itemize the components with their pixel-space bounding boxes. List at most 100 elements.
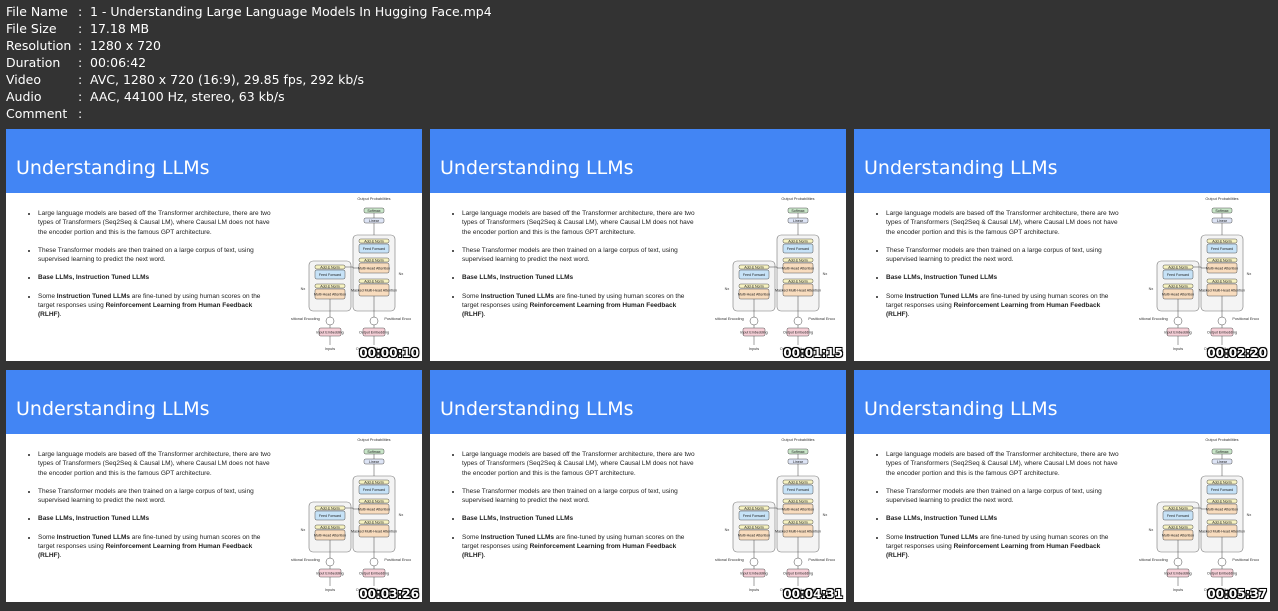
output-probabilities-label: Output Probabilities xyxy=(1205,438,1238,442)
rlhf-text-2: are fine-tuned by using human scores on … xyxy=(462,533,685,551)
decoder-add-norm-1-label: Add & Norm xyxy=(1212,280,1232,284)
file-info-key: Video xyxy=(6,72,42,87)
decoder-add-norm-2-label: Add & Norm xyxy=(788,500,808,504)
encoder-add-norm-2-label: Add & Norm xyxy=(320,507,340,511)
inputs-label: Inputs xyxy=(325,588,335,592)
decoder-add-norm-1-box xyxy=(358,519,390,525)
video-thumbnail[interactable]: Understanding LLMsLarge language models … xyxy=(430,370,846,602)
bullet-llm-types: Base LLMs, Instruction Tuned LLMs xyxy=(462,514,700,523)
decoder-add-norm-2-box xyxy=(782,257,814,263)
bullet-llm-types: Base LLMs, Instruction Tuned LLMs xyxy=(462,273,700,282)
decoder-positional-icon xyxy=(369,316,379,326)
decoder-masked-mha-label: Masked Multi-Head Attention xyxy=(1199,289,1245,293)
file-info-separator: : xyxy=(78,106,83,121)
rlhf-bold-1: Instruction Tuned LLMs xyxy=(56,292,130,300)
decoder-mha-label: Multi-Head Attention xyxy=(782,508,814,512)
decoder-add-norm-2-box xyxy=(358,257,390,263)
encoder-add-norm-1-label: Add & Norm xyxy=(744,526,764,530)
outputs-label: Outputs (shifted right) xyxy=(1204,588,1241,592)
encoder-positional-label: Positional Encoding xyxy=(1139,317,1168,321)
decoder-add-norm-1-label: Add & Norm xyxy=(364,280,384,284)
softmax-label: Softmax xyxy=(367,450,380,454)
rlhf-text-2: are fine-tuned by using human scores on … xyxy=(38,292,261,310)
rlhf-text-2: are fine-tuned by using human scores on … xyxy=(886,533,1109,551)
output-probabilities-label: Output Probabilities xyxy=(357,197,390,201)
thumbnail-timestamp: 00:01:15 xyxy=(783,346,843,360)
outputs-label: Outputs (shifted right) xyxy=(780,347,817,351)
thumbnail-timestamp: 00:04:31 xyxy=(783,587,843,601)
decoder-feed-forward-box xyxy=(782,484,814,495)
bullet-llm-types-text: Base LLMs, Instruction Tuned LLMs xyxy=(886,515,998,523)
decoder-add-norm-2-box xyxy=(358,498,390,504)
decoder-feed-forward-box xyxy=(782,243,814,254)
output-embedding-label: Output Embedding xyxy=(783,331,813,335)
decoder-feed-forward-label: Feed Forward xyxy=(363,247,385,251)
file-info-value: AAC, 44100 Hz, stereo, 63 kb/s xyxy=(90,89,285,104)
encoder-mha-label: Multi-Head Attention xyxy=(1162,293,1194,297)
video-thumbnail[interactable]: Understanding LLMsLarge language models … xyxy=(854,370,1270,602)
encoder-mha-label: Multi-Head Attention xyxy=(738,293,770,297)
decoder-nx-label: Nx xyxy=(399,272,404,276)
thumbnail-timestamp: 00:05:37 xyxy=(1207,587,1267,601)
decoder-add-norm-1-box xyxy=(1206,519,1238,525)
decoder-add-norm-3-label: Add & Norm xyxy=(364,240,384,244)
output-embedding-label: Output Embedding xyxy=(1207,331,1237,335)
decoder-feed-forward-label: Feed Forward xyxy=(1211,247,1233,251)
rlhf-bold-1: Instruction Tuned LLMs xyxy=(56,533,130,541)
slide-body: Large language models are based off the … xyxy=(874,450,1124,570)
inputs-label: Inputs xyxy=(325,347,335,351)
rlhf-text-1: Some xyxy=(38,533,57,541)
inputs-label: Inputs xyxy=(1173,588,1183,592)
decoder-add-norm-3-box xyxy=(358,479,390,485)
slide-body: Large language models are based off the … xyxy=(26,450,276,570)
decoder-masked-mha-label: Masked Multi-Head Attention xyxy=(351,289,397,293)
video-thumbnail[interactable]: Understanding LLMsLarge language models … xyxy=(430,129,846,361)
decoder-add-norm-1-box xyxy=(782,519,814,525)
decoder-mha-label: Multi-Head Attention xyxy=(1206,267,1238,271)
encoder-nx-label: Nx xyxy=(725,287,730,291)
bullet-training: These Transformer models are then traine… xyxy=(462,246,700,265)
encoder-feed-forward-label: Feed Forward xyxy=(743,514,765,518)
decoder-feed-forward-box xyxy=(1206,243,1238,254)
output-embedding-label: Output Embedding xyxy=(359,572,389,576)
outputs-label: Outputs (shifted right) xyxy=(1204,347,1241,351)
bullet-transformer: Large language models are based off the … xyxy=(886,209,1124,237)
video-thumbnail[interactable]: Understanding LLMsLarge language models … xyxy=(6,129,422,361)
encoder-positional-label: Positional Encoding xyxy=(1139,558,1168,562)
decoder-add-norm-3-label: Add & Norm xyxy=(788,240,808,244)
thumbnail-timestamp: 00:03:26 xyxy=(359,587,419,601)
bullet-llm-types-text: Base LLMs, Instruction Tuned LLMs xyxy=(38,274,150,282)
rlhf-text-1: Some xyxy=(38,292,57,300)
rlhf-bold-1: Instruction Tuned LLMs xyxy=(904,292,978,300)
decoder-nx-label: Nx xyxy=(1247,272,1252,276)
encoder-positional-icon xyxy=(325,316,335,326)
decoder-feed-forward-label: Feed Forward xyxy=(363,488,385,492)
bullet-transformer: Large language models are based off the … xyxy=(38,450,276,478)
output-probabilities-label: Output Probabilities xyxy=(357,438,390,442)
outputs-label: Outputs (shifted right) xyxy=(780,588,817,592)
inputs-label: Inputs xyxy=(749,588,759,592)
encoder-add-norm-2-label: Add & Norm xyxy=(320,266,340,270)
bullet-rlhf: Some Instruction Tuned LLMs are fine-tun… xyxy=(38,292,276,320)
file-info-row: File Name:1 - Understanding Large Langua… xyxy=(6,3,492,20)
video-thumbnail[interactable]: Understanding LLMsLarge language models … xyxy=(854,129,1270,361)
file-info-row: Comment: xyxy=(6,105,492,122)
decoder-add-norm-2-box xyxy=(782,498,814,504)
inputs-label: Inputs xyxy=(749,347,759,351)
encoder-add-norm-2-label: Add & Norm xyxy=(1168,266,1188,270)
encoder-mha-label: Multi-Head Attention xyxy=(738,534,770,538)
slide-title: Understanding LLMs xyxy=(16,398,210,420)
encoder-mha-label: Multi-Head Attention xyxy=(314,534,346,538)
rlhf-text-3: . xyxy=(59,552,62,560)
encoder-positional-icon xyxy=(1173,557,1183,567)
file-info-key: Audio xyxy=(6,89,42,104)
decoder-add-norm-1-label: Add & Norm xyxy=(364,521,384,525)
video-thumbnail[interactable]: Understanding LLMsLarge language models … xyxy=(6,370,422,602)
encoder-positional-icon xyxy=(1173,316,1183,326)
bullet-rlhf: Some Instruction Tuned LLMs are fine-tun… xyxy=(462,292,700,320)
encoder-feed-forward-label: Feed Forward xyxy=(743,273,765,277)
